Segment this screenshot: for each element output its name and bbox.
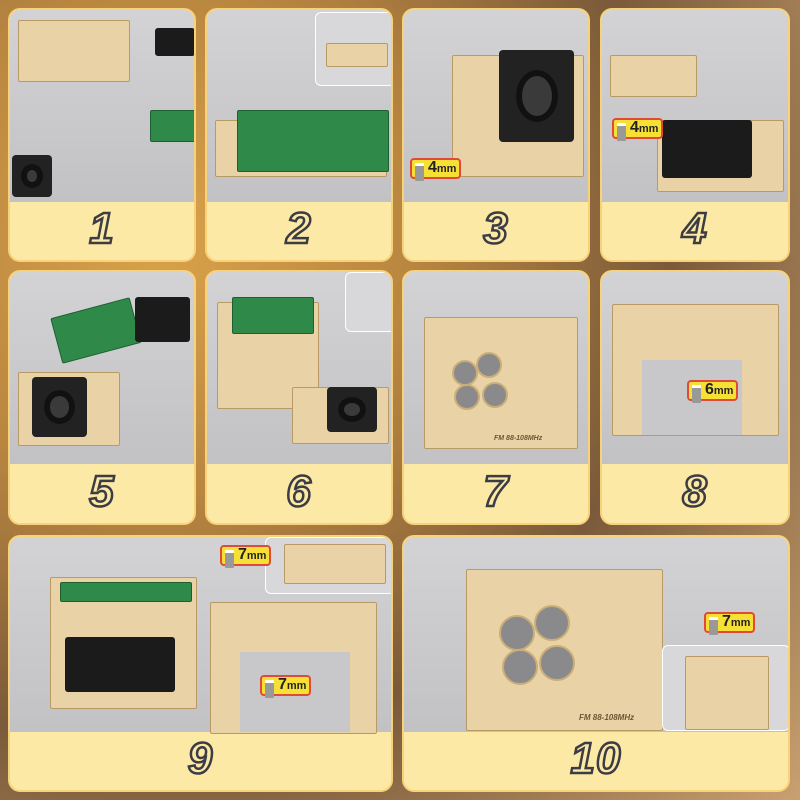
- step-number: 9: [187, 733, 214, 785]
- step-number: 7: [482, 466, 509, 518]
- step-card-1: 1: [8, 8, 196, 262]
- step-number: 5: [88, 466, 115, 518]
- step-photo: FM 88-108MHz: [404, 272, 588, 464]
- step-card-8: 6mm 8: [600, 270, 790, 525]
- step-photo: 6mm: [602, 272, 788, 464]
- step-number: 1: [88, 203, 115, 255]
- step-photo: [207, 10, 391, 202]
- step-photo: 4mm: [404, 10, 588, 202]
- step-photo: FM 88-108MHz 7mm: [404, 537, 788, 732]
- step-photo: [207, 272, 391, 464]
- screw-size-label: 7mm: [260, 675, 312, 698]
- engraving-text: FM 88-108MHz: [494, 435, 543, 442]
- step-photo: 7mm 7mm: [10, 537, 391, 734]
- step-card-6: 6: [205, 270, 393, 525]
- step-card-2: 2: [205, 8, 393, 262]
- engraving-text: FM 88-108MHz: [579, 713, 635, 722]
- step-number: 3: [482, 203, 509, 255]
- step-card-4: 4mm 4: [600, 8, 790, 262]
- step-photo: [10, 272, 194, 464]
- screw-size-label: 6mm: [687, 380, 739, 403]
- step-photo: 4mm: [602, 10, 788, 202]
- screw-size-label: 7mm: [704, 612, 756, 635]
- step-number: 10: [569, 733, 622, 785]
- screw-size-label: 4mm: [410, 158, 462, 181]
- step-number: 8: [681, 466, 708, 518]
- screw-size-label: 7mm: [220, 545, 272, 568]
- step-card-5: 5: [8, 270, 196, 525]
- step-number: 2: [285, 203, 312, 255]
- step-card-9: 7mm 7mm 9: [8, 535, 393, 792]
- screw-size-label: 4mm: [612, 118, 664, 141]
- step-card-10: FM 88-108MHz 7mm 10: [402, 535, 790, 792]
- step-card-7: FM 88-108MHz 7: [402, 270, 590, 525]
- step-number: 4: [681, 203, 708, 255]
- step-photo: [10, 10, 194, 202]
- step-number: 6: [285, 466, 312, 518]
- step-card-3: 4mm 3: [402, 8, 590, 262]
